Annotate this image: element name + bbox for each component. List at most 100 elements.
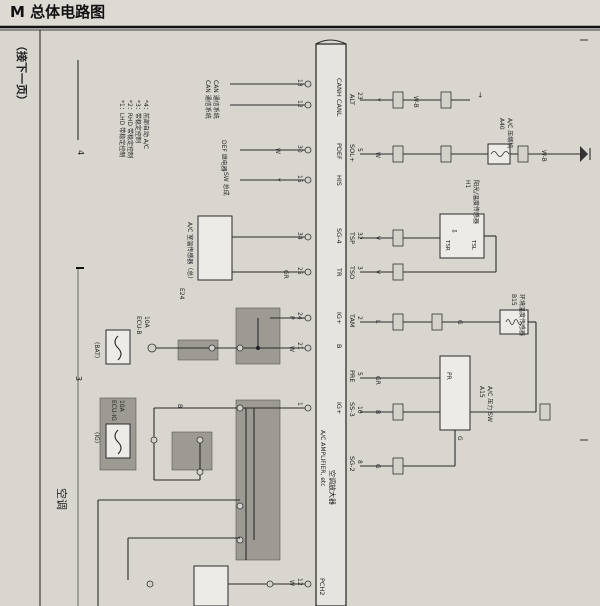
pin-tso: TSO 3 V [348, 263, 496, 281]
svg-text:H1: H1 [464, 180, 471, 189]
pin-alt: ALT 23 Y W-B → [348, 91, 484, 109]
svg-text:B: B [176, 404, 183, 408]
svg-text:1: 1 [296, 402, 303, 406]
pressure-switch-label: A/C 压力 SW [486, 386, 494, 422]
system-label: 空调 [55, 488, 69, 510]
section-number-4: 4 [76, 150, 85, 155]
ecu-name: 空调放大器 [328, 470, 337, 505]
svg-text:(IG): (IG) [93, 432, 100, 443]
svg-text:B15: B15 [510, 294, 517, 306]
svg-text:10A: 10A [118, 400, 125, 413]
svg-text:V: V [374, 236, 381, 241]
svg-text:8: 8 [356, 460, 363, 464]
svg-text:25: 25 [296, 267, 303, 275]
svg-text:B: B [374, 410, 381, 414]
svg-text:W-B: W-B [540, 150, 547, 162]
pin-ig-b: 1 IG+ B [154, 402, 343, 414]
svg-text:PR: PR [445, 372, 452, 380]
harness-block-mid [171, 431, 213, 471]
svg-text:IG+: IG+ [335, 312, 343, 324]
header-band [0, 0, 600, 26]
svg-text:V: V [374, 270, 381, 275]
bat-fuse-icon [114, 335, 122, 361]
svg-text:SS-3: SS-3 [348, 402, 356, 417]
canh-note: CAN 通信系统 [204, 80, 212, 119]
svg-text:TSP: TSP [348, 231, 356, 244]
svg-text:13: 13 [296, 79, 303, 87]
svg-text:G: G [456, 320, 463, 325]
pin-canl: 12 CANL CAN 通信系统 [212, 80, 343, 119]
footnote-4: *4：前部自动 A/C [142, 100, 150, 149]
pin-sg2: SG-2 8 G [348, 456, 455, 475]
pin-his: 15 HIS Y SW 总成 [222, 172, 343, 196]
svg-text:SOL+: SOL+ [348, 144, 356, 162]
ig-fuse-icon [114, 429, 122, 455]
svg-text:SG-2: SG-2 [348, 456, 356, 472]
canl-note: CAN 通信系统 [212, 80, 220, 119]
ambient-sensor-label: 环境温度传感器 [518, 294, 526, 336]
pin-pre: PRE 5 GR [348, 370, 440, 385]
pin-pdef: 30 PDEF W DEF 继电器 [220, 140, 343, 172]
svg-text:PRE: PRE [348, 370, 356, 383]
footnote-2: *2：RHD 带稳定控制 [126, 100, 134, 158]
svg-text:34: 34 [296, 232, 303, 240]
svg-text:TSL: TSL [470, 239, 476, 251]
pin-canh: 13 CANH CAN 通信系统 [204, 78, 343, 119]
svg-text:W: W [288, 580, 295, 586]
svg-text:G: G [456, 436, 463, 441]
svg-text:W: W [274, 148, 281, 154]
svg-text:W: W [288, 346, 295, 352]
ig-fuse-box [105, 423, 131, 459]
solar-sensor-label: 阳光/温度传感器 [472, 180, 480, 224]
svg-text:15: 15 [296, 175, 303, 183]
svg-text:IG+: IG+ [335, 402, 343, 414]
pin-sol: SOL+ 5 W W-B [348, 143, 591, 165]
svg-text:A40: A40 [498, 118, 505, 130]
svg-text:W: W [374, 152, 381, 158]
ecu-pins-left: 13 CANH CAN 通信系统 12 CANL CAN 通信系统 30 PDE… [204, 78, 343, 279]
svg-text:TSO: TSO [348, 265, 356, 279]
svg-text:Y: Y [274, 177, 281, 182]
pin-ss3: SS-3 10 B [348, 402, 440, 421]
svg-text:GR: GR [282, 270, 289, 279]
svg-text:10: 10 [356, 406, 363, 414]
svg-text:21: 21 [296, 342, 303, 350]
pin-ig-p: 24 IG+ P [270, 312, 343, 324]
svg-text:Y: Y [374, 97, 381, 102]
pin-tr: 25 TR GR [232, 267, 343, 279]
svg-text:12: 12 [296, 100, 303, 108]
harness-block-b [177, 339, 219, 361]
footnote-1: *1：LHD 带稳定控制 [118, 100, 126, 157]
svg-text:TSR: TSR [444, 239, 450, 251]
ecu-b-fuse-label: ECU-B [135, 316, 142, 334]
ecu-code-line: A/C AMPLIFIER, etc [319, 430, 326, 487]
pdef-note: DEF 继电器 [220, 140, 228, 172]
svg-text:P: P [288, 316, 295, 320]
svg-text:B: B [335, 344, 343, 348]
ecu-connector-strip [315, 39, 347, 606]
svg-text:G: G [374, 464, 381, 469]
svg-text:W-B: W-B [412, 96, 419, 108]
harness-block-main [235, 399, 281, 561]
svg-text:L: L [374, 320, 381, 324]
svg-text:CANH: CANH [335, 78, 343, 97]
footnotes: *1：LHD 带稳定控制 *2：RHD 带稳定控制 *3：带稳定控制 *4：前部… [118, 100, 150, 158]
section-number-3: 3 [74, 376, 83, 381]
right-circuit: ALT 23 Y W-B → SOL+ 5 W W-B A/C 压缩机 A40 [348, 91, 591, 475]
svg-text:⇩: ⇩ [450, 228, 458, 234]
svg-text:A15: A15 [478, 386, 485, 398]
ac-pressure-switch-box [439, 355, 471, 431]
svg-text:HIS: HIS [335, 175, 343, 186]
svg-text:32: 32 [356, 232, 363, 240]
svg-text:CANL: CANL [335, 99, 343, 117]
svg-text:PDEF: PDEF [335, 143, 343, 160]
svg-text:GR: GR [374, 376, 381, 385]
svg-text:10A: 10A [143, 316, 150, 329]
pin-tam: TAM 2 L G [348, 313, 500, 331]
svg-text:5: 5 [356, 148, 363, 152]
svg-text:12: 12 [296, 578, 303, 586]
svg-text:5: 5 [356, 372, 363, 376]
bat-fuse-box [105, 329, 131, 365]
footnote-3: *3：带稳定控制 [134, 100, 142, 143]
